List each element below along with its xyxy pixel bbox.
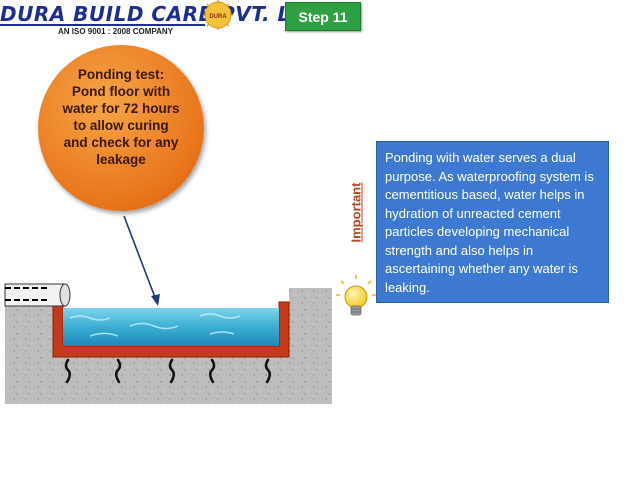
callout-pointer-arrow <box>123 215 160 306</box>
pond-water <box>63 308 279 346</box>
lightbulb-icon <box>336 275 376 316</box>
step-badge: Step 11 <box>285 2 361 31</box>
emblem-text: DURA <box>209 14 227 20</box>
info-box-text: Ponding with water serves a dual purpose… <box>385 150 594 295</box>
company-logo-text: DURA BUILD CARE PVT. LTD. <box>0 2 327 26</box>
concrete-slab <box>5 288 332 404</box>
important-label: Important <box>348 182 364 243</box>
callout-text: Ponding test: Pond floor with water for … <box>62 67 180 167</box>
ponding-test-callout: Ponding test: Pond floor with water for … <box>38 45 204 211</box>
certification-text: AN ISO 9001 : 2008 COMPANY <box>58 27 174 36</box>
info-box: Ponding with water serves a dual purpose… <box>376 141 609 303</box>
crack-marks <box>64 358 271 384</box>
pipe-outlet <box>4 283 71 307</box>
logo-divider <box>0 24 205 26</box>
sun-emblem-icon: DURA <box>203 0 233 30</box>
